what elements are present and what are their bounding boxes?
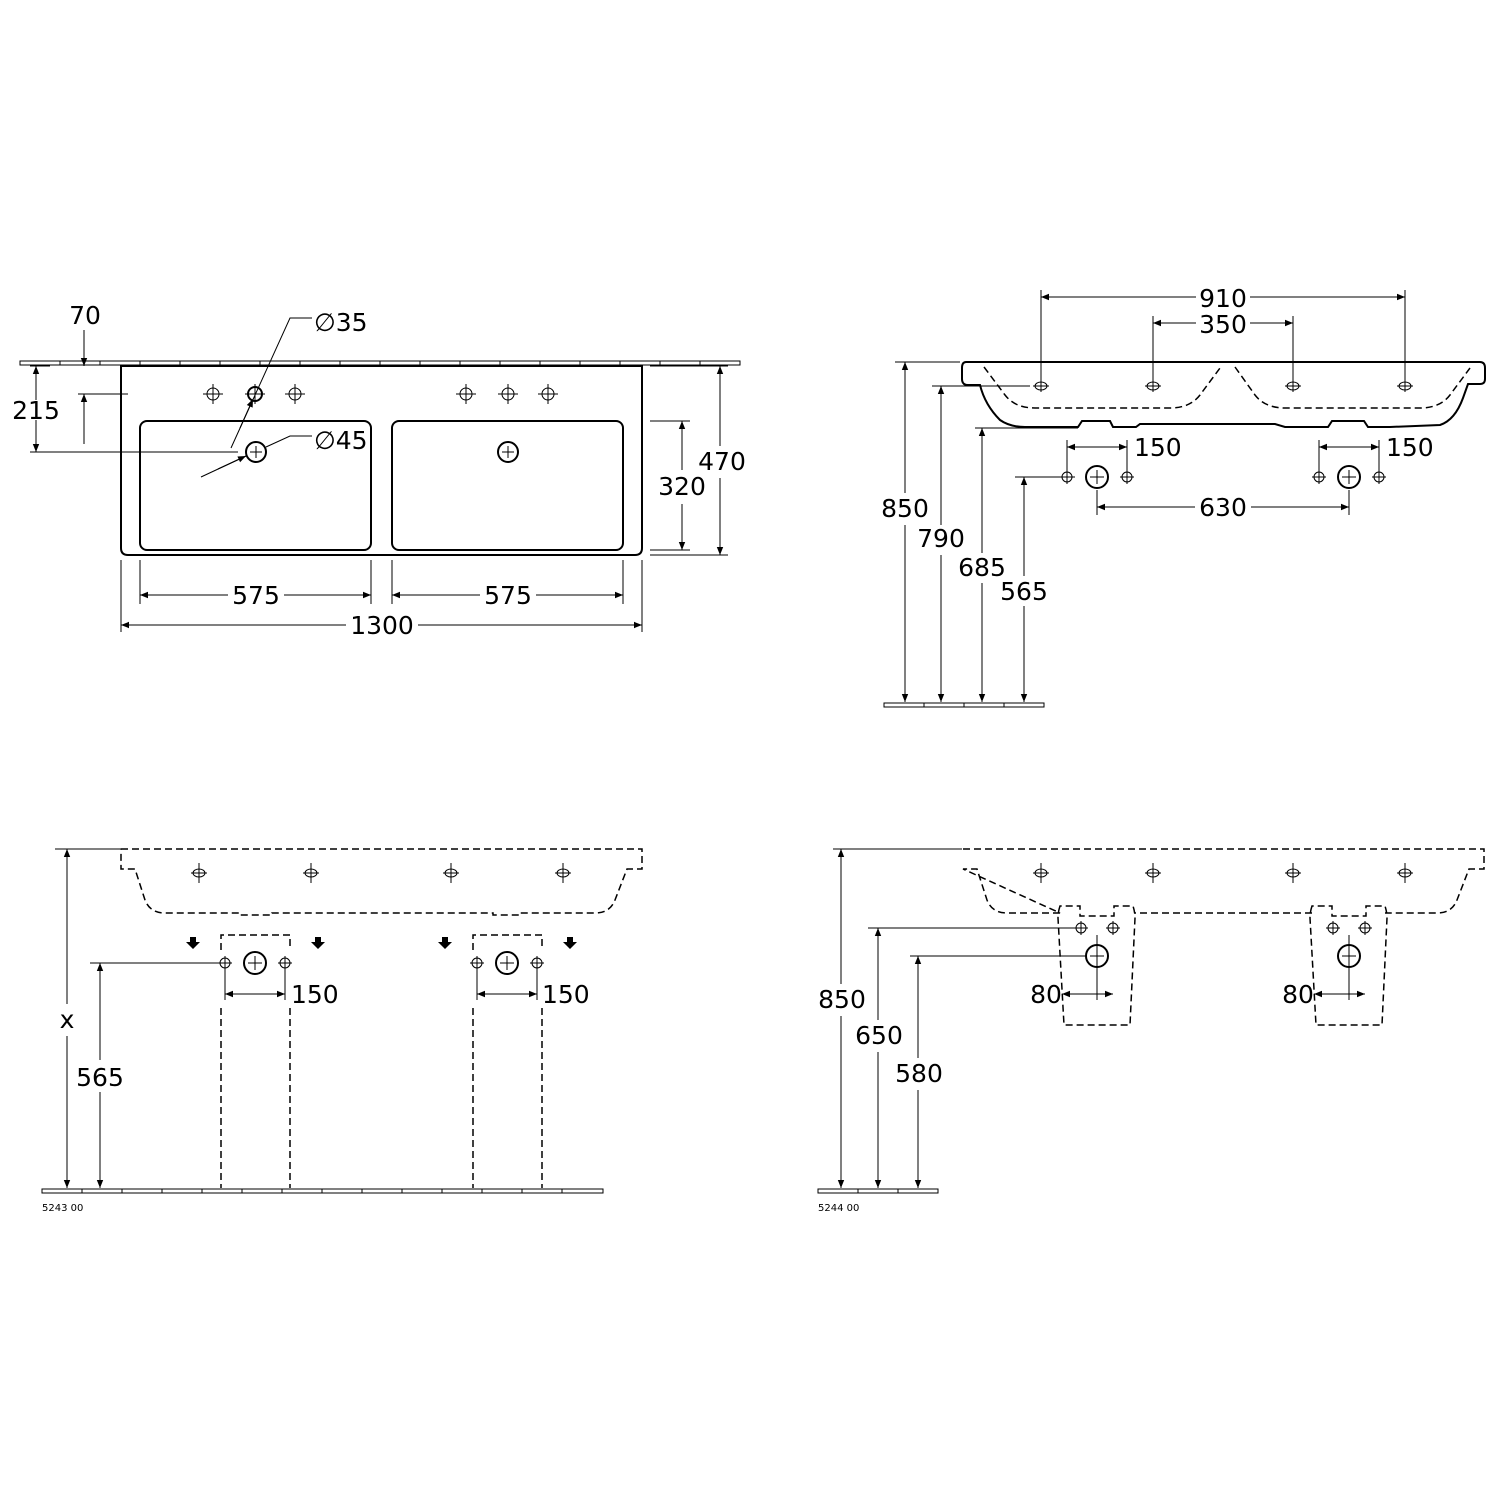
dim-630: 630 — [1199, 493, 1247, 522]
dim-80-left: 80 — [1030, 980, 1062, 1009]
pedestal-basin-outline — [120, 848, 643, 916]
semipedestal-trap-cover-right — [1309, 905, 1388, 1026]
dim-350: 350 — [1199, 310, 1247, 339]
dim-790: 790 — [917, 524, 965, 553]
pedestal-floor-line — [41, 1188, 604, 1194]
semipedestal-valve-holes — [1074, 921, 1372, 1000]
drain-holes — [245, 441, 519, 463]
top-view: 70 215 ∅35 ∅45 320 470 575 575 1300 — [12, 301, 746, 640]
dim-dia35: ∅35 — [314, 308, 368, 337]
dim-80-right: 80 — [1282, 980, 1314, 1009]
right-bowl — [391, 420, 624, 551]
tap-holes — [203, 384, 558, 404]
dim-215: 215 — [12, 396, 60, 425]
side-bowl-profile-left — [983, 366, 1221, 409]
dim-150-pedestal-left: 150 — [291, 980, 339, 1009]
product-code-5243: 5243 00 — [42, 1203, 83, 1214]
dim-565: 565 — [1000, 577, 1048, 606]
dim-580: 580 — [895, 1059, 943, 1088]
floor-line — [883, 702, 1045, 708]
pedestal-column-left — [220, 934, 291, 1188]
dim-x: x — [60, 1005, 75, 1034]
dim-150-pedestal-right: 150 — [542, 980, 590, 1009]
dim-575-right: 575 — [484, 581, 532, 610]
left-bowl — [139, 420, 372, 551]
pedestal-arrows — [186, 937, 577, 949]
dim-850: 850 — [881, 494, 929, 523]
dim-650: 650 — [855, 1021, 903, 1050]
dim-910: 910 — [1199, 284, 1247, 313]
side-bowl-profile-right — [1234, 366, 1471, 409]
dim-685: 685 — [958, 553, 1006, 582]
semipedestal-holes — [1033, 863, 1413, 883]
dim-70: 70 — [69, 301, 101, 330]
product-code-5244: 5244 00 — [818, 1203, 859, 1214]
semipedestal-floor-line — [817, 1188, 939, 1194]
pedestal-valve-holes — [218, 951, 544, 1000]
dim-565-pedestal: 565 — [76, 1063, 124, 1092]
semipedestal-view: 850 650 580 80 80 5244 00 — [817, 848, 1485, 1214]
dim-150-left: 150 — [1134, 433, 1182, 462]
pedestal-holes — [191, 863, 571, 883]
dim-850-semipedestal: 850 — [818, 985, 866, 1014]
pedestal-column-right — [472, 934, 543, 1188]
side-view: 910 350 150 150 630 850 790 685 565 — [881, 284, 1486, 708]
wall-line — [19, 360, 741, 366]
side-valve-holes — [1060, 440, 1386, 515]
dim-1300: 1300 — [350, 611, 414, 640]
dim-575-left: 575 — [232, 581, 280, 610]
semipedestal-basin-outline — [962, 848, 1485, 914]
pedestal-view: x 565 150 150 5243 00 — [41, 848, 643, 1214]
basin-outline — [120, 365, 643, 556]
dim-dia45: ∅45 — [314, 426, 368, 455]
semipedestal-trap-cover-left — [1057, 905, 1136, 1026]
dim-470: 470 — [698, 447, 746, 476]
side-basin-outline — [961, 361, 1486, 428]
side-holes — [1033, 381, 1413, 391]
dim-150-right: 150 — [1386, 433, 1434, 462]
dim-320: 320 — [658, 472, 706, 501]
